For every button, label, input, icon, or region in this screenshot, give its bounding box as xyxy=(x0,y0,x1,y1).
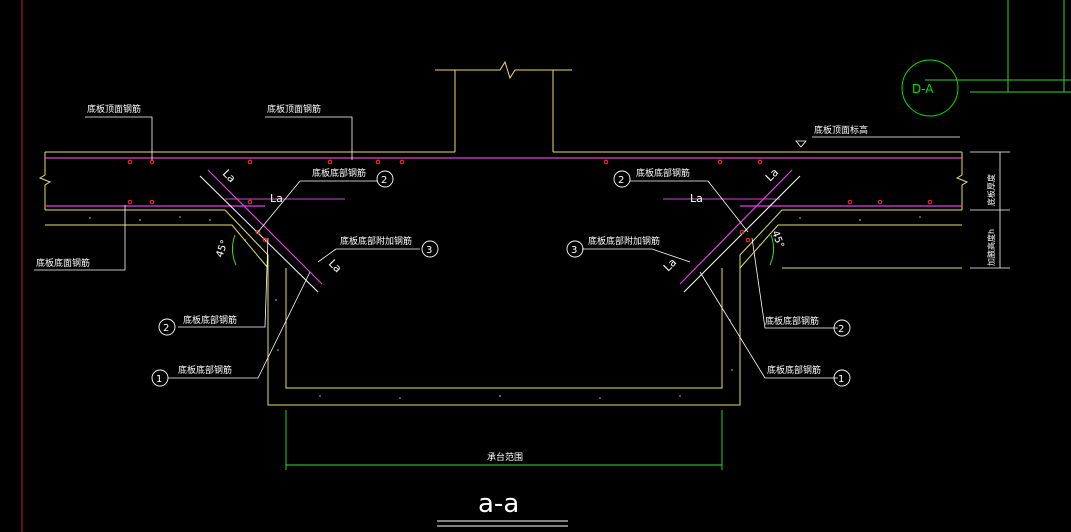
marker-3-right: 3 xyxy=(571,245,577,256)
label-additional-rebar-left: 底板底部附加钢筋 xyxy=(340,235,412,247)
marker-2-top-left: 2 xyxy=(381,175,387,186)
reference-tag: D-A xyxy=(912,82,934,96)
marker-3-left: 3 xyxy=(426,245,432,256)
marker-circles xyxy=(151,170,851,387)
label-top-face-rebar-left: 底板顶面钢筋 xyxy=(87,103,141,115)
angle-arc-right xyxy=(769,234,774,266)
marker-2-top-right: 2 xyxy=(618,175,624,186)
label-cap-range: 承台范围 xyxy=(487,451,523,463)
label-pit-bottom-rebar-left-2: 底板底部钢筋 xyxy=(183,314,237,326)
label-bottom-rebar-right-2: 底板底部钢筋 xyxy=(636,167,690,179)
la-label-4: La xyxy=(690,192,703,205)
haunch-right-line xyxy=(739,224,962,269)
leader-lines xyxy=(34,116,960,379)
marker-1-low-right: 1 xyxy=(838,374,844,385)
label-top-elevation: 底板顶面标高 xyxy=(814,124,868,136)
la-label-1: La xyxy=(270,192,283,205)
elevation-mark xyxy=(795,140,807,148)
label-pit-bottom-rebar-right-2: 底板底部钢筋 xyxy=(765,315,819,327)
diag-bar-right-b xyxy=(679,169,793,285)
angle-arc-left xyxy=(232,234,237,266)
section-title: a-a xyxy=(478,489,519,519)
label-haunch-height: 加腋高度h xyxy=(986,229,996,266)
angle-label-right: 45° xyxy=(769,229,785,249)
slab-bottom-outline xyxy=(45,209,962,406)
concrete-hatch xyxy=(89,216,921,399)
label-slab-thickness: 底板厚度 xyxy=(986,174,996,206)
slab-right-break xyxy=(955,152,969,210)
cap-range-dimension xyxy=(285,410,723,470)
label-bottom-rebar-left-2: 底板底部钢筋 xyxy=(312,167,366,179)
marker-2-low-left: 2 xyxy=(163,323,169,334)
label-top-face-rebar-mid: 底板顶面钢筋 xyxy=(267,103,321,115)
reference-tag-circle xyxy=(901,59,959,117)
pit-inner-outline xyxy=(285,268,723,389)
haunch-left-line xyxy=(45,224,269,269)
label-additional-rebar-right: 底板底部附加钢筋 xyxy=(588,235,660,247)
la-label-3: La xyxy=(326,257,344,275)
side-dimension xyxy=(970,151,1010,269)
slab-left-break xyxy=(38,152,52,210)
la-label-6: La xyxy=(661,256,679,274)
label-pit-bottom-rebar-left-1: 底板底部钢筋 xyxy=(178,364,232,376)
marker-2-low-right: 2 xyxy=(838,324,844,335)
diag-bar-left-b xyxy=(207,169,323,285)
column-break-line xyxy=(435,60,572,80)
la-label-5: La xyxy=(763,166,781,184)
marker-1-low-left: 1 xyxy=(156,374,162,385)
label-pit-bottom-rebar-right-1: 底板底部钢筋 xyxy=(767,364,821,376)
la-label-2: La xyxy=(220,167,238,185)
rebar-dots xyxy=(127,159,933,243)
angle-label-left: 45° xyxy=(214,239,230,259)
label-bottom-face-rebar: 底板底面钢筋 xyxy=(36,257,90,269)
